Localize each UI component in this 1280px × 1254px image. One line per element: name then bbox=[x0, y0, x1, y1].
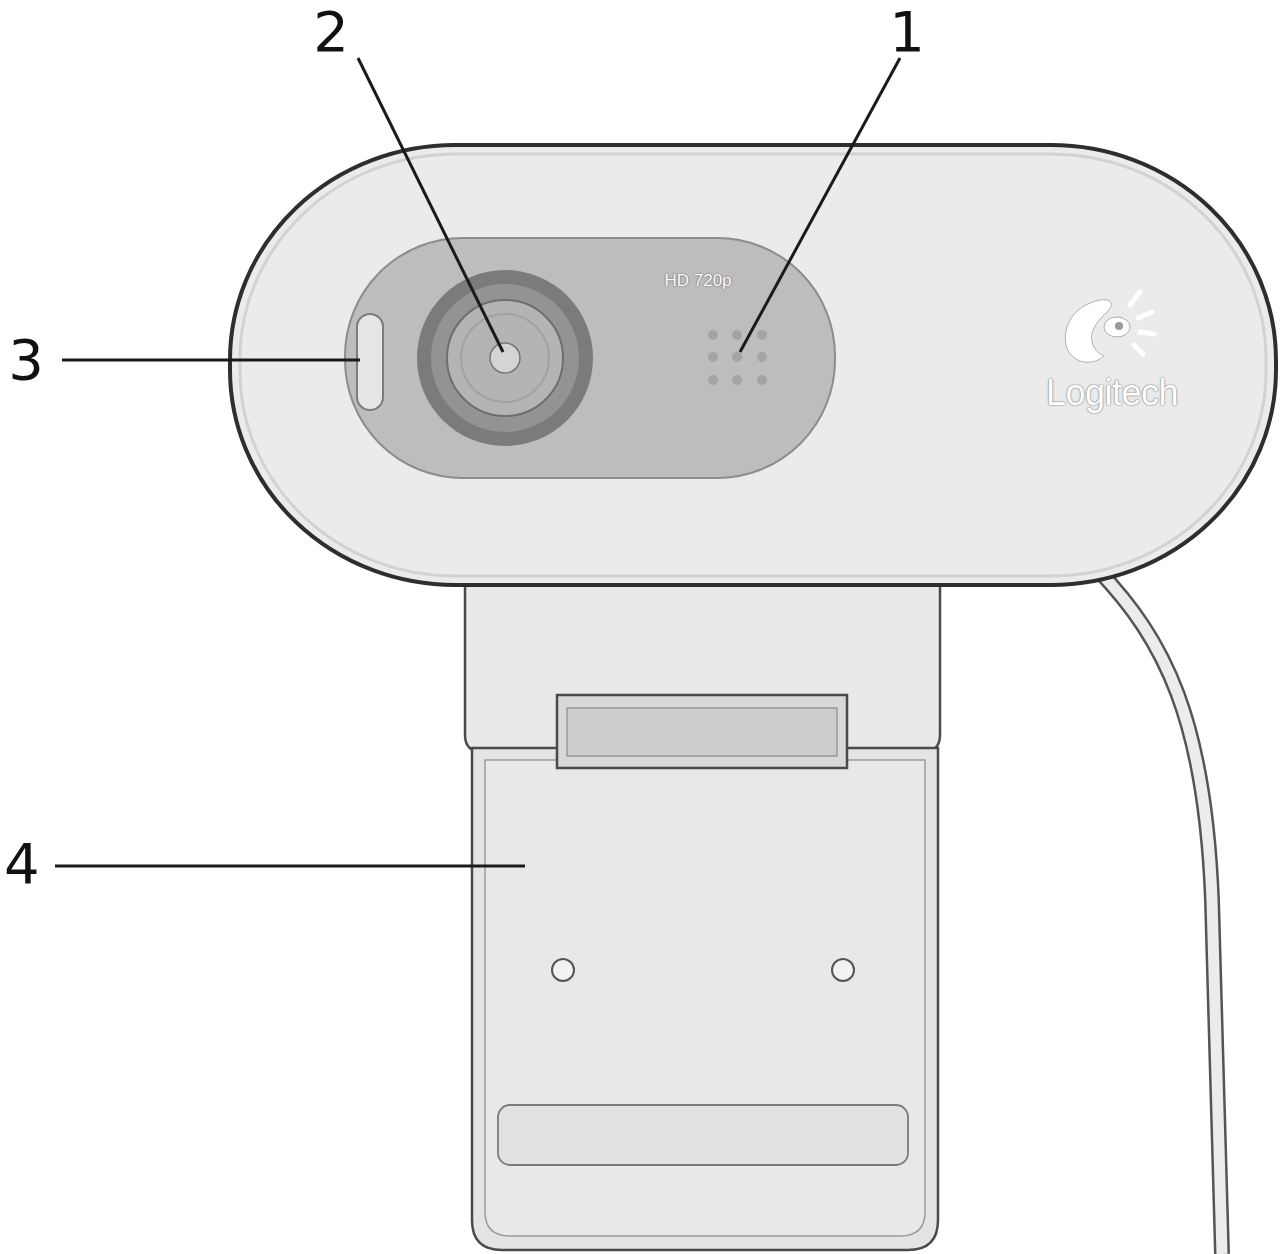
activity-light bbox=[357, 314, 383, 410]
leader-line bbox=[55, 865, 525, 868]
lens-inner bbox=[461, 314, 549, 402]
lens-center bbox=[490, 343, 520, 373]
lens bbox=[447, 300, 563, 416]
clip-foot-inner bbox=[485, 760, 925, 1236]
hinge-barrel bbox=[567, 708, 837, 756]
hinge bbox=[557, 695, 847, 768]
callout-number: 1 bbox=[889, 4, 925, 60]
callout-number: 2 bbox=[313, 4, 349, 60]
lens-ring bbox=[431, 284, 579, 432]
foot-grip bbox=[498, 1105, 908, 1165]
logo-mark bbox=[1065, 292, 1154, 362]
usb-cable-fill bbox=[1098, 570, 1222, 1254]
leader-line bbox=[358, 58, 503, 352]
model-label: HD 720p bbox=[664, 272, 731, 289]
leader-lines bbox=[55, 58, 900, 866]
foot-hole bbox=[832, 959, 854, 981]
leader-line bbox=[62, 359, 360, 362]
leader-line bbox=[740, 58, 900, 352]
camera-body bbox=[230, 145, 1276, 585]
camera-body-rim bbox=[240, 154, 1266, 576]
usb-cable bbox=[1098, 570, 1222, 1254]
callout-number: 3 bbox=[8, 332, 44, 388]
foot-hole bbox=[552, 959, 574, 981]
lens-ring bbox=[417, 270, 593, 446]
microphone-holes bbox=[708, 330, 767, 385]
front-panel bbox=[345, 238, 835, 478]
brand-name: Logitech bbox=[1046, 375, 1178, 411]
clip-foot bbox=[472, 748, 938, 1250]
callout-number: 4 bbox=[4, 836, 40, 892]
